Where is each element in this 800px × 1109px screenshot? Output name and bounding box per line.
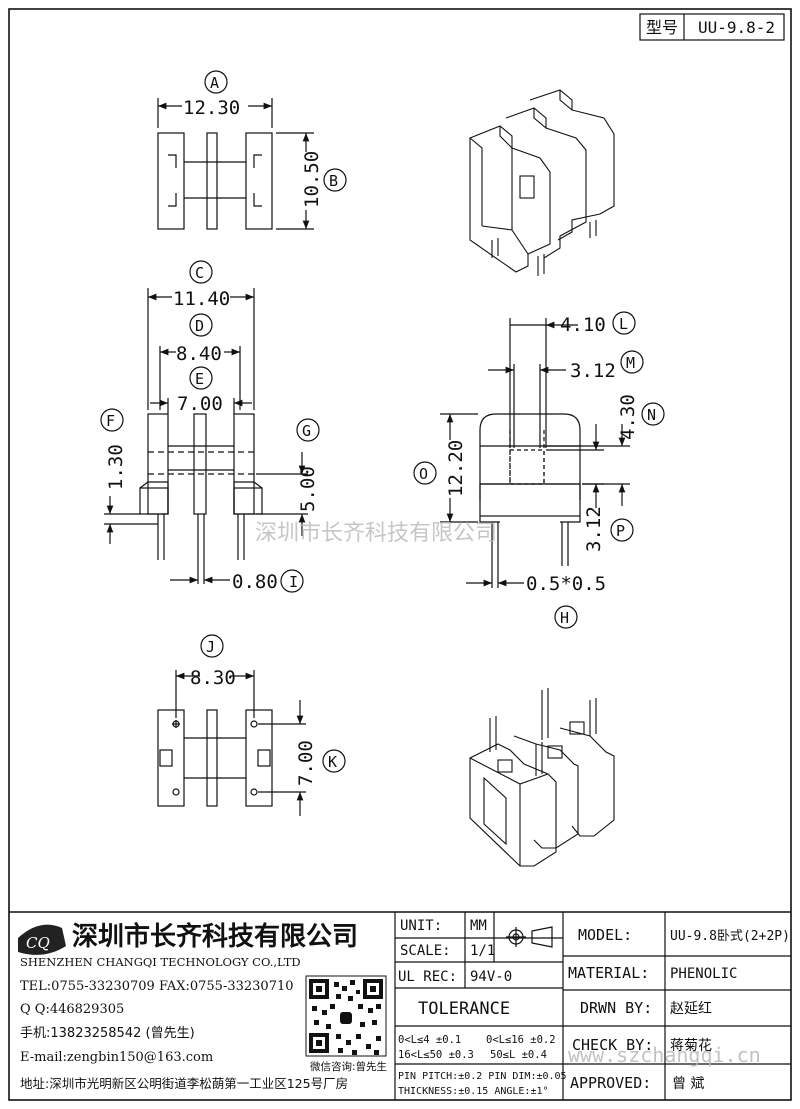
- tolerance-3: 16<L≤50 ±0.3: [398, 1049, 474, 1061]
- dim-j: 8.30: [190, 667, 236, 689]
- dim-c: 11.40: [173, 288, 230, 310]
- company-qq: Q Q:446829305: [20, 1002, 124, 1017]
- tolerance-4: 50≤L ±0.4: [490, 1049, 547, 1061]
- company-name-cn: 深圳市长齐科技有限公司: [72, 921, 358, 952]
- circle-k-label: K: [328, 753, 337, 771]
- type-value: UU-9.8-2: [698, 18, 775, 37]
- dim-m: 3.12: [570, 360, 616, 382]
- dim-p: 3.12: [583, 506, 605, 552]
- company-block: CQ 深圳市长齐科技有限公司 SHENZHEN CHANGQI TECHNOLO…: [18, 921, 387, 1091]
- front-view: 11.40 C 8.40 D 7.00 E 1.30 F 5.00 G: [100, 260, 320, 593]
- tolerance-1: 0<L≤4 ±0.1: [398, 1034, 461, 1046]
- sheet-border: [8, 8, 792, 1101]
- circle-p-label: P: [616, 522, 625, 540]
- dim-a: 12.30: [183, 97, 240, 119]
- circle-i-label: I: [289, 573, 298, 591]
- material-value: PHENOLIC: [670, 966, 737, 982]
- dim-b: 10.50: [301, 151, 323, 208]
- dim-g: 5.00: [297, 466, 319, 512]
- dim-l: 4.10: [560, 314, 606, 336]
- dim-d: 8.40: [176, 343, 222, 365]
- dim-o: 12.20: [445, 440, 467, 497]
- drwn-label: DRWN BY:: [580, 999, 652, 1017]
- thickness: THICKNESS:±0.15 ANGLE:±1°: [398, 1086, 549, 1097]
- circle-h-label: H: [560, 609, 569, 627]
- circle-l-label: L: [619, 315, 628, 333]
- check-value: 蒋菊花: [670, 1038, 712, 1054]
- circle-g-label: G: [302, 422, 311, 440]
- unit-value: MM: [470, 918, 487, 934]
- circle-c-label: C: [195, 264, 204, 282]
- tolerance-2: 0<L≤16 ±0.2: [486, 1034, 556, 1046]
- wechat-qr-code: [305, 975, 387, 1057]
- circle-f-label: F: [106, 412, 115, 430]
- bottom-view: 8.30 J 7.00 K: [157, 634, 346, 816]
- company-name-en: SHENZHEN CHANGQI TECHNOLOGY CO.,LTD: [20, 955, 301, 969]
- company-address: 地址:深圳市光明新区公明街道李松蓢第一工业区125号厂房: [20, 1076, 348, 1091]
- circle-d-label: D: [195, 317, 204, 335]
- material-label: MATERIAL:: [568, 964, 649, 982]
- company-tel-fax: TEL:0755-33230709 FAX:0755-33230710: [20, 979, 294, 994]
- circle-j-label: J: [206, 638, 215, 656]
- circle-o-label: O: [419, 465, 428, 483]
- approved-value: 曾 斌: [672, 1076, 704, 1092]
- dim-i: 0.80: [232, 571, 278, 593]
- circle-m-label: M: [626, 354, 635, 372]
- tolerance-label: TOLERANCE: [418, 999, 510, 1019]
- company-mobile: 手机:13823258542 (曾先生): [20, 1026, 195, 1041]
- dim-n: 4.30: [617, 394, 639, 440]
- side-view: 4.10 L 3.12 M 4.30 N 12.20 O 3.12 P: [413, 311, 665, 629]
- dim-f: 1.30: [105, 444, 127, 490]
- iso-view-top: [469, 89, 615, 276]
- drwn-value: 赵延红: [670, 1001, 712, 1017]
- dim-h: 0.5*0.5: [526, 573, 606, 595]
- svg-text:CQ: CQ: [26, 934, 50, 952]
- pin-pitch: PIN PITCH:±0.2 PIN DIM:±0.05: [398, 1071, 567, 1082]
- scale-value: 1/1: [470, 943, 495, 959]
- company-email: E-mail:zengbin150@163.com: [20, 1050, 213, 1065]
- approved-label: APPROVED:: [570, 1074, 651, 1092]
- projection-symbol-icon: [506, 926, 553, 948]
- watermark-company: 深圳市长齐科技有限公司: [255, 521, 497, 546]
- type-box: 型号 UU-9.8-2: [639, 13, 785, 41]
- circle-e-label: E: [195, 370, 204, 388]
- iso-view-bottom: [469, 688, 615, 867]
- circle-n-label: N: [647, 406, 656, 424]
- dim-e: 7.00: [177, 393, 223, 415]
- unit-label: UNIT:: [400, 918, 442, 934]
- model-value: UU-9.8卧式(2+2P): [670, 929, 790, 944]
- watermark-website: www.szchangqi.cn: [568, 1043, 761, 1067]
- title-block: UNIT: MM SCALE: 1/1 UL REC: 94V-0 TOLERA…: [9, 911, 791, 1100]
- model-label: MODEL:: [578, 926, 632, 944]
- top-view: 12.30 A 10.50 B: [157, 70, 347, 230]
- circle-b-label: B: [329, 172, 338, 190]
- ulrec-value: 94V-0: [470, 969, 512, 985]
- ulrec-label: UL REC:: [398, 969, 457, 985]
- type-label: 型号: [646, 18, 678, 37]
- circle-a-label: A: [210, 74, 219, 92]
- qr-caption: 微信咨询:曾先生: [310, 1060, 387, 1073]
- scale-label: SCALE:: [400, 943, 451, 959]
- dim-k: 7.00: [295, 740, 317, 786]
- company-logo-icon: CQ: [18, 924, 66, 955]
- check-label: CHECK BY:: [572, 1036, 653, 1054]
